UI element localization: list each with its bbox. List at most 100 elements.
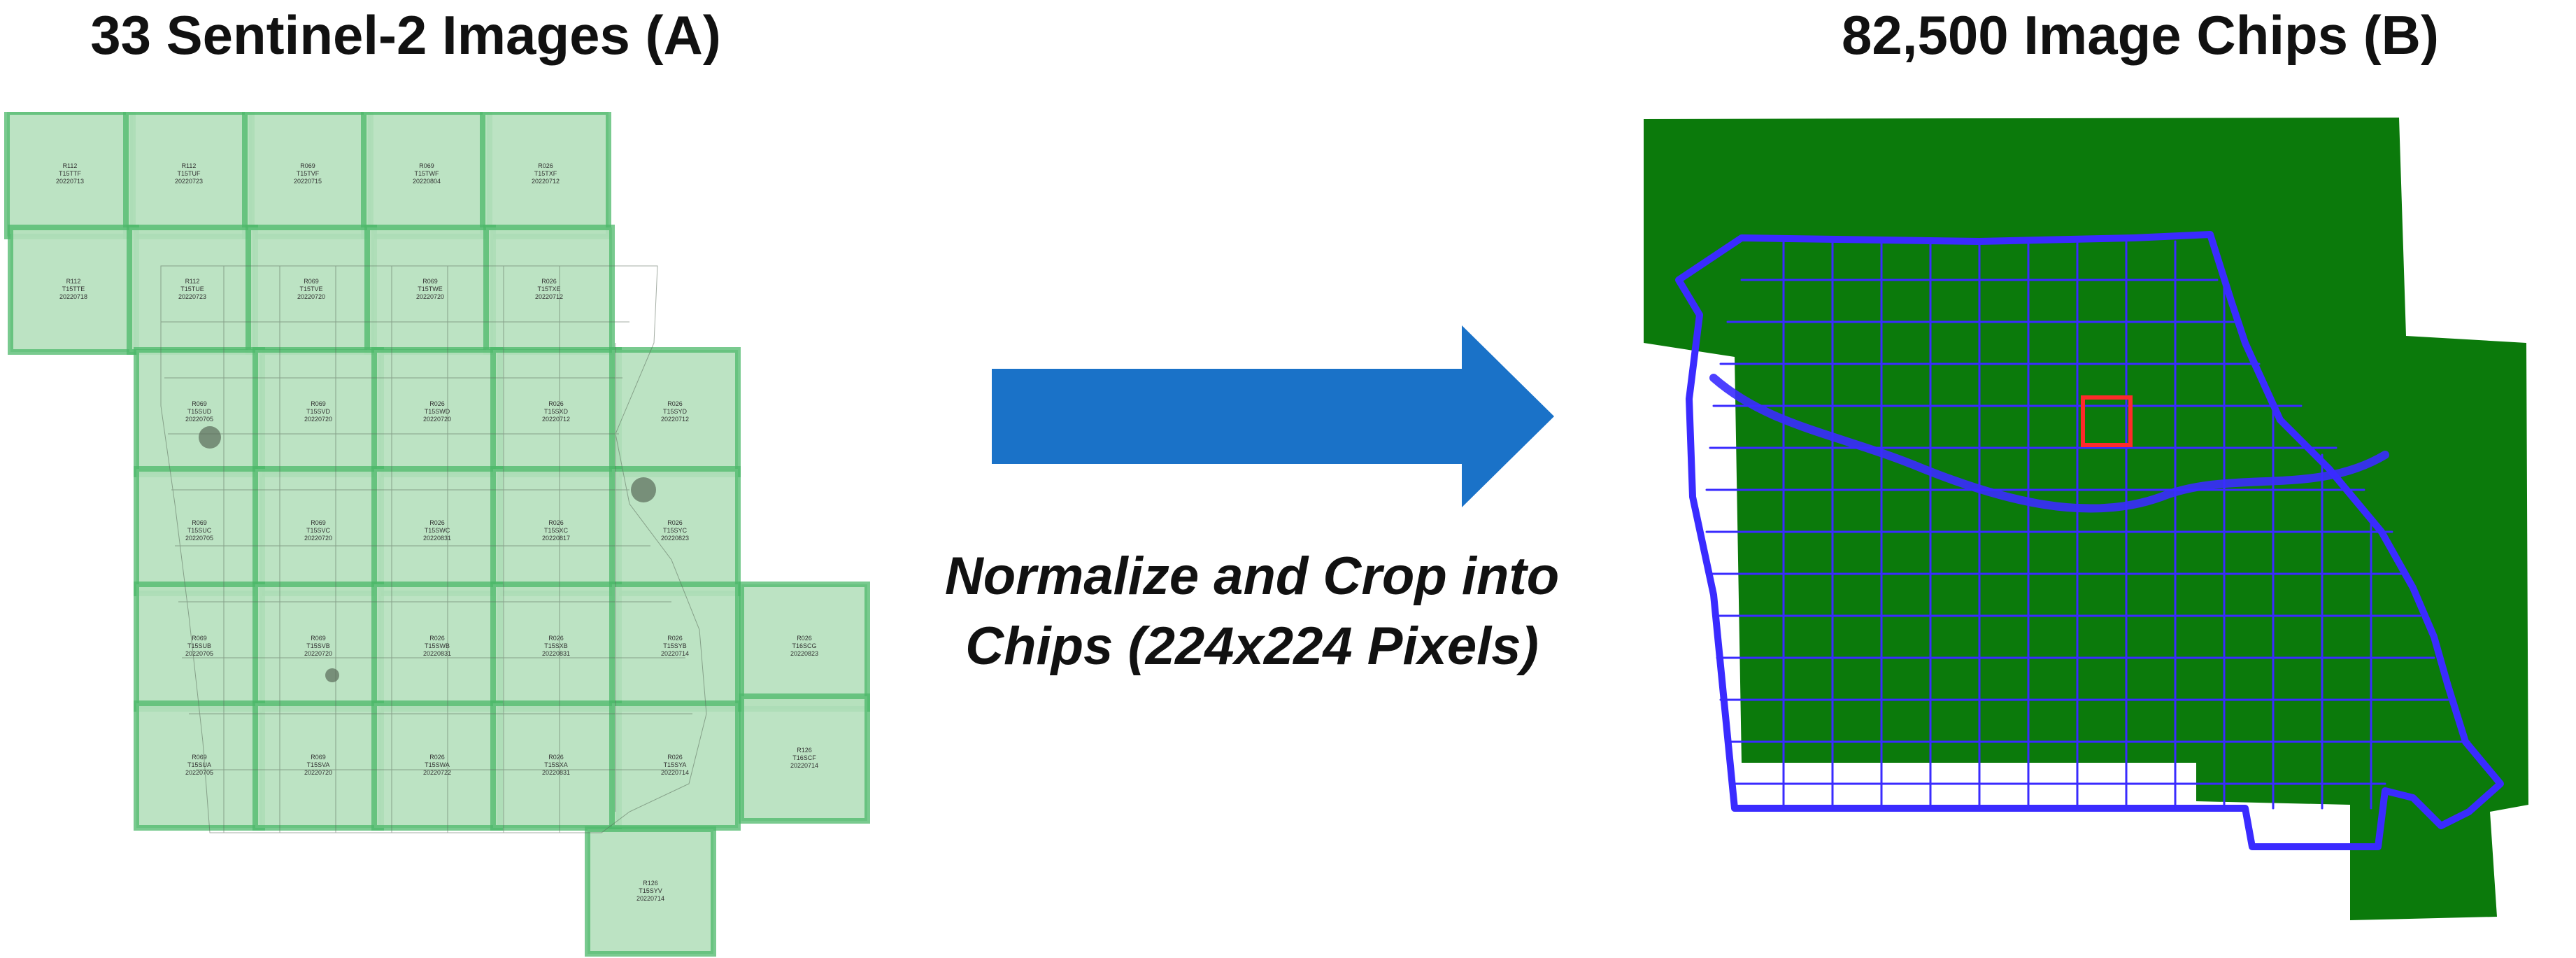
tile-footprint (371, 700, 503, 831)
tile-label: R069 (304, 278, 319, 285)
tile-label: T15SXD (544, 408, 569, 415)
tile-label: T15TWE (418, 286, 443, 293)
tile-label: 20220720 (297, 293, 325, 300)
tile-layer: R112T15TTF20220713R112T15TUF20220723R069… (4, 112, 870, 957)
tile-label: R069 (419, 162, 434, 169)
selected-chip-highlight (2081, 395, 2133, 447)
tile-label: R069 (311, 635, 326, 642)
city-clusters (199, 426, 656, 682)
tile-label: R026 (541, 278, 557, 285)
tile-footprint (739, 693, 870, 824)
tile-label: R112 (66, 278, 81, 285)
tile-label: R026 (667, 400, 683, 407)
tile-label: R069 (192, 519, 207, 526)
tile-label: T15SYA (664, 761, 687, 768)
tile-label: T15SXA (544, 761, 568, 768)
tile-label: T15TWF (415, 170, 440, 177)
tile-label: T15SYC (663, 527, 688, 534)
tile-label: T15TVF (297, 170, 320, 177)
tile-label: 20220714 (661, 650, 689, 657)
tile-footprint (134, 700, 265, 831)
tile-label: R026 (548, 635, 564, 642)
tile-label: 20220712 (542, 416, 570, 423)
tile-label: 20220712 (535, 293, 563, 300)
tile-label: 20220720 (304, 535, 332, 542)
tile-footprint (127, 225, 258, 355)
tile-label: T15SUD (187, 408, 212, 415)
tile-label: 20220720 (304, 769, 332, 776)
tile-label: R026 (548, 400, 564, 407)
tile-label: T15SXC (544, 527, 569, 534)
tile-label: R069 (192, 754, 207, 761)
tile-label: T15SXB (544, 642, 568, 649)
tile-label: 20220715 (294, 178, 322, 185)
tile-label: R026 (429, 635, 445, 642)
tile-label: 20220720 (304, 416, 332, 423)
process-arrow (992, 325, 1554, 507)
tile-label: 20220722 (423, 769, 451, 776)
tile-footprint (585, 826, 716, 957)
tile-label: T15SYD (663, 408, 688, 415)
tile-label: 20220720 (304, 650, 332, 657)
tile-label: T15SVC (306, 527, 331, 534)
tile-label: T15SVB (306, 642, 330, 649)
tile-label: T15TTE (62, 286, 85, 293)
image-chip-map (1644, 118, 2528, 920)
tile-label: T15SUB (187, 642, 211, 649)
tile-label: R026 (548, 519, 564, 526)
tile-label: 20220705 (185, 416, 213, 423)
tile-label: T16SCG (792, 642, 816, 649)
tile-label: T15SUA (187, 761, 211, 768)
tile-label: 20220831 (542, 769, 570, 776)
tile-label: 20220714 (790, 762, 818, 769)
sentinel-tile-mosaic: R112T15TTF20220713R112T15TUF20220723R069… (4, 112, 870, 957)
tile-label: 20220823 (790, 650, 818, 657)
tile-label: R126 (643, 880, 658, 887)
tile-label: 20220720 (423, 416, 451, 423)
tile-label: T15SWD (425, 408, 450, 415)
tile-label: R026 (667, 519, 683, 526)
tile-label: T15SWB (425, 642, 450, 649)
tile-footprint (134, 582, 265, 712)
tile-label: 20220705 (185, 650, 213, 657)
tile-label: R026 (538, 162, 553, 169)
tile-label: R069 (300, 162, 315, 169)
tile-label: R026 (429, 400, 445, 407)
tile-label: R026 (667, 754, 683, 761)
tile-label: T16SCF (792, 754, 816, 761)
tile-label: 20220817 (542, 535, 570, 542)
tile-label: R026 (429, 519, 445, 526)
tile-label: 20220723 (178, 293, 206, 300)
sentinel-images-title: 33 Sentinel-2 Images (A) (90, 4, 721, 66)
tile-label: T15TXE (537, 286, 560, 293)
tile-label: 20220723 (175, 178, 203, 185)
tile-label: R026 (667, 635, 683, 642)
tile-footprint (361, 112, 492, 239)
tile-label: 20220705 (185, 769, 213, 776)
